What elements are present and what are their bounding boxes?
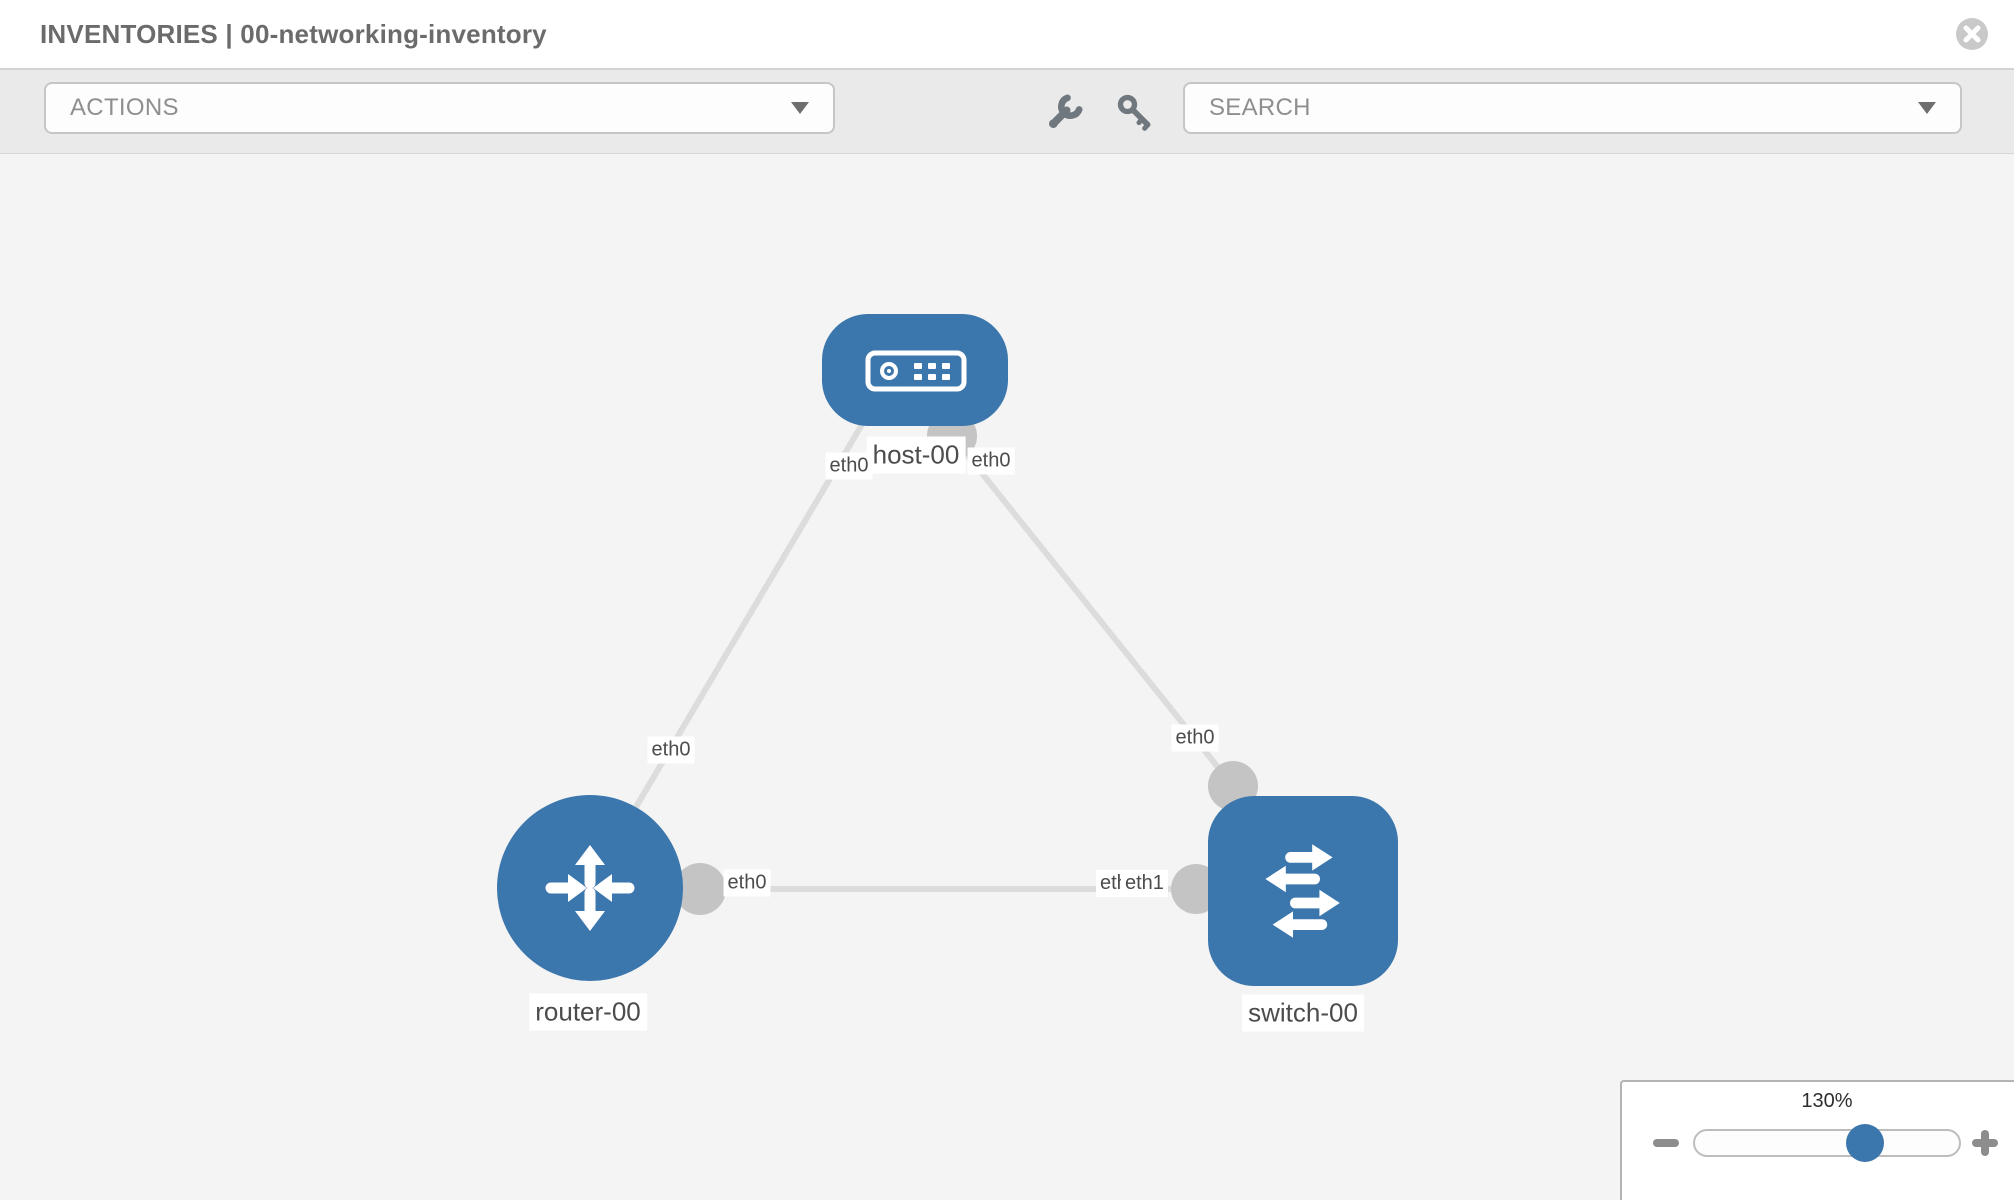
credentials-button[interactable] (1115, 92, 1155, 132)
plus-icon (1981, 1130, 1989, 1156)
dropdown-caret-icon (1918, 102, 1936, 114)
header: INVENTORIES | 00-networking-inventory (0, 0, 2014, 70)
node-label-host: host-00 (866, 436, 966, 474)
interface-dot-router[interactable] (674, 863, 726, 915)
interface-label: eth0 (647, 736, 695, 764)
wrench-icon (1049, 94, 1083, 128)
configure-button[interactable] (1045, 92, 1085, 132)
dropdown-caret-icon (791, 102, 809, 114)
node-label-router: router-00 (529, 993, 647, 1031)
page-title: INVENTORIES | 00-networking-inventory (40, 18, 547, 49)
zoom-level: 130% (1801, 1090, 1853, 1112)
zoom-slider-thumb[interactable] (1846, 1124, 1884, 1162)
zoom-in-button[interactable] (1971, 1126, 1999, 1160)
interface-label: eth0 (825, 452, 873, 480)
interface-label: eth0 (967, 447, 1015, 475)
key-icon (1117, 94, 1151, 131)
minus-icon (1653, 1139, 1679, 1147)
zoom-out-button[interactable] (1652, 1126, 1680, 1160)
zoom-panel: 130% (1620, 1080, 2014, 1200)
search-dropdown[interactable]: SEARCH (1183, 82, 1962, 134)
switch-icon (1265, 844, 1340, 938)
actions-dropdown[interactable]: ACTIONS (44, 82, 835, 134)
node-router[interactable] (497, 795, 683, 981)
toolbar: ACTIONS SEARCH (0, 70, 2014, 154)
close-icon (1956, 18, 1988, 50)
search-dropdown-label: SEARCH (1209, 94, 1311, 121)
node-label-switch: switch-00 (1242, 994, 1364, 1032)
host-icon (865, 350, 967, 392)
router-icon (545, 845, 635, 931)
interface-label: eth1 (1121, 870, 1168, 897)
close-button[interactable] (1955, 17, 1989, 51)
topology-svg (497, 314, 1398, 986)
topology-canvas[interactable]: host-00 router-00 switch-00 eth0 eth0 et… (0, 154, 2014, 1200)
interface-label: eth0 (723, 869, 771, 897)
zoom-slider-track[interactable] (1693, 1129, 1961, 1157)
actions-dropdown-label: ACTIONS (70, 94, 179, 121)
node-host[interactable] (822, 314, 1008, 426)
interface-label: eth0 (1171, 724, 1219, 752)
node-switch[interactable] (1208, 796, 1398, 986)
